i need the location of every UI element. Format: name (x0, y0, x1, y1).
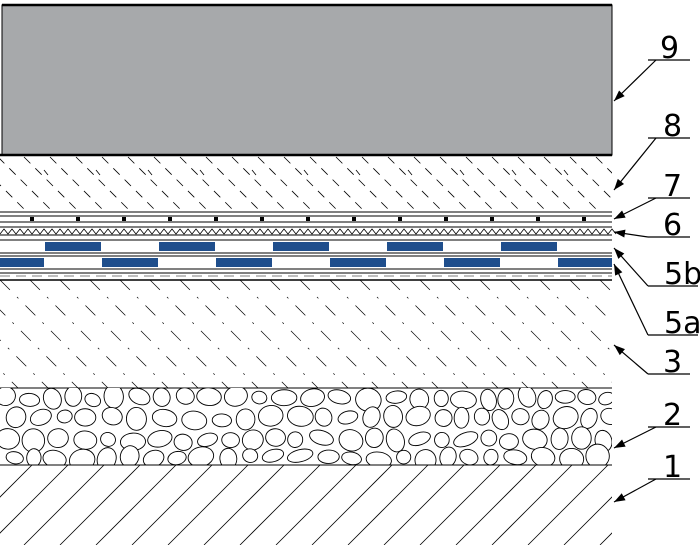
callout-3: 3 (613, 344, 690, 380)
callout-2: 2 (613, 398, 690, 449)
layer-7-membrane (0, 215, 612, 223)
callout-arrow-5a (614, 264, 623, 276)
callout-label-3: 3 (663, 345, 682, 380)
callout-label-9: 9 (660, 31, 679, 66)
callout-leader-8 (613, 137, 657, 191)
callout-label-6: 6 (663, 208, 682, 243)
callout-9: 9 (613, 31, 690, 102)
layer-2-gravel (0, 388, 612, 465)
layer-8-hatched (0, 156, 612, 212)
callout-arrow-8 (614, 178, 625, 190)
callout-label-8: 8 (663, 109, 682, 144)
callout-label-7: 7 (663, 169, 682, 204)
callout-5a: 5a (613, 263, 700, 341)
callout-label-5b: 5b (664, 257, 700, 292)
callout-label-5a: 5a (664, 306, 700, 341)
layer-9-top-slab (1, 4, 613, 156)
callout-5b: 5b (613, 247, 700, 292)
callout-arrow-9 (614, 90, 625, 101)
layer-5a-strips (0, 255, 612, 281)
callout-arrow-3 (614, 345, 625, 356)
callout-label-1: 1 (663, 450, 682, 485)
callout-1: 1 (613, 450, 690, 503)
callout-arrow-1 (614, 493, 626, 502)
callout-6: 6 (613, 208, 690, 243)
callout-7: 7 (613, 169, 690, 220)
layer-1-hatched (0, 465, 612, 545)
callout-arrow-6 (614, 229, 626, 238)
callout-arrow-7 (614, 210, 626, 219)
callout-leader-5a (613, 263, 649, 336)
callouts: 9 8 7 6 5b 5a 3 2 1 (613, 31, 700, 503)
callout-arrow-2 (614, 439, 626, 448)
callout-label-2: 2 (663, 398, 682, 433)
layer-6-zigzag (0, 226, 617, 236)
callout-arrow-5b (614, 248, 625, 259)
callout-8: 8 (613, 109, 690, 191)
layer-5b-strips (0, 239, 612, 254)
layer-3-hatched (0, 280, 612, 388)
